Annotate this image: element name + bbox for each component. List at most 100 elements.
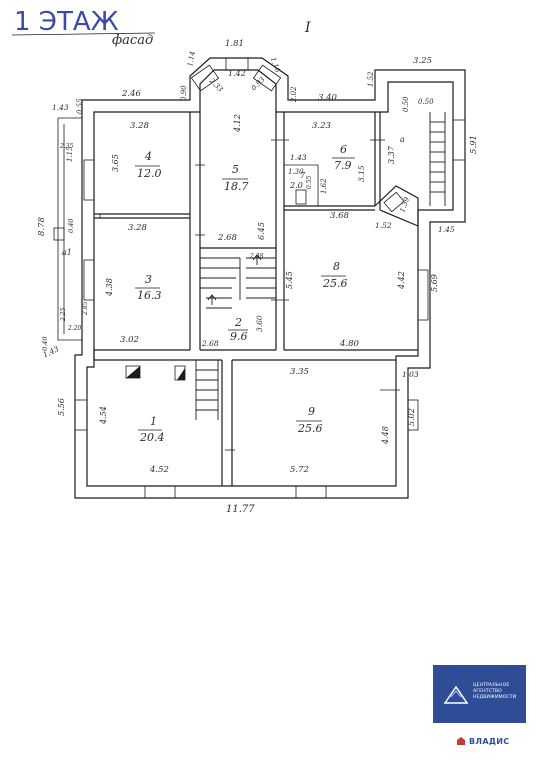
dim-room6-side: 3.37 — [387, 145, 396, 164]
room-6-area: 7.9 — [334, 159, 352, 172]
dim-corridor-side: 6.45 — [257, 222, 266, 240]
dimension-labels: 1.81 1.42 1.14 1.16 2.33 0.93 2.46 1.43 … — [37, 39, 479, 515]
dim-veranda-b: 1.15 — [66, 146, 74, 162]
dim-bay-r1: 1.16 — [269, 56, 282, 74]
dim-right-corner: 1.03 — [402, 370, 419, 379]
dim-bay-l2: 2.33 — [207, 76, 225, 94]
dim-stair-diag: 1.39 — [398, 196, 411, 214]
dim-room4-top: 3.28 — [130, 121, 150, 131]
roman-numeral: I — [304, 20, 311, 36]
stair-right — [429, 112, 446, 206]
room-9-number: 9 — [308, 405, 315, 418]
dim-top-bay: 1.81 — [225, 39, 244, 49]
room-labels: 1 20.4 2 9.6 3 16.3 4 12.0 5 18.7 6 7.9 … — [135, 143, 355, 444]
dim-bay-l1: 1.14 — [186, 51, 197, 68]
dim-room6-inner: 3.15 — [357, 165, 366, 182]
dim-room1-side: 4.54 — [99, 406, 108, 425]
dim-room1-outer: 5.56 — [57, 398, 66, 416]
stove-marks — [125, 365, 186, 381]
room-6-number: 6 — [340, 143, 347, 156]
brand-house-icon — [457, 737, 465, 745]
dim-room3-bottom: 3.02 — [120, 335, 139, 345]
room-1-area: 20.4 — [139, 431, 165, 444]
dim-veranda-f: 0.40 — [41, 337, 49, 351]
dim-stair-top: 3.25 — [413, 56, 432, 66]
dim-room7-small: 0.55 — [306, 175, 313, 189]
dim-total-width: 11.77 — [226, 504, 255, 515]
room-5-number: 5 — [232, 163, 239, 176]
logo-line-2: агентство — [473, 689, 502, 694]
dim-room3-top: 3.28 — [128, 223, 148, 233]
dim-room8-bottom: 4.80 — [339, 339, 360, 349]
room-3-number: 3 — [145, 273, 152, 286]
dim-bay-inner: 1.42 — [228, 69, 246, 78]
room-9-area: 25.6 — [297, 422, 323, 435]
dim-stair2-bottom: 2.68 — [201, 339, 219, 348]
floor-title: 1 ЭТАЖ — [14, 7, 119, 37]
dim-veranda-a: 2.35 — [59, 143, 74, 150]
dim-room9-bottom: 5.72 — [290, 465, 309, 475]
room-7-number: 7 — [300, 171, 306, 180]
dim-stair-corner: 1.52 — [367, 71, 375, 87]
logo-line-3: недвижимости — [473, 695, 517, 700]
dim-room3-side: 4.38 — [105, 278, 114, 297]
dim-room8-top: 3.68 — [330, 211, 350, 221]
room-5-area: 18.7 — [224, 180, 249, 193]
dim-stair-bottom: 1.45 — [438, 225, 455, 234]
windows — [74, 57, 466, 499]
dim-room4-side: 3.65 — [111, 154, 120, 172]
dim-room8-corner: 1.52 — [375, 221, 392, 230]
dim-bay-left-side: 0.90 — [180, 85, 188, 101]
room-4-number: 4 — [144, 150, 152, 163]
logo-line-1: Центральное — [473, 683, 510, 688]
dim-room6-top: 3.23 — [312, 121, 331, 131]
dim-left-corner: 1.43 — [52, 103, 69, 112]
dim-veranda-c: 0.40 — [67, 219, 75, 233]
stair-central — [200, 254, 276, 309]
room-4-area: 12.0 — [137, 167, 162, 180]
dim-room8-right: 4.42 — [397, 271, 406, 290]
dim-small-b: 2.85 — [82, 301, 89, 316]
dim-stair-inner2: 0.50 — [418, 98, 434, 106]
dim-stair-right: 5.91 — [469, 135, 479, 154]
dim-stair2-side: 3.60 — [255, 315, 264, 332]
dim-room5-bottom: 2.68 — [217, 233, 238, 243]
agency-logo: Центральное агентство недвижимости — [433, 665, 526, 723]
dim-ticks — [99, 139, 400, 451]
dim-bay-r2: 0.93 — [250, 75, 267, 92]
dim-small-c: 2.38 — [249, 253, 264, 260]
dim-room8-outer: 5.69 — [430, 274, 439, 292]
dim-room7-mid: 1.30 — [288, 168, 304, 176]
house-mark-icon — [443, 685, 469, 704]
room-2-area: 9.6 — [230, 330, 248, 343]
room-8-number: 8 — [333, 260, 340, 273]
dim-mid-top: 3.40 — [318, 93, 338, 103]
dim-bay-right-side: 2.02 — [290, 86, 298, 103]
interior-walls — [93, 112, 419, 486]
stair-bottom — [195, 360, 219, 420]
dim-room1-bottom: 4.52 — [149, 465, 169, 475]
brand-name: ВЛАДИС — [469, 736, 510, 746]
dim-veranda-e: 2.20 — [67, 325, 82, 332]
dim-room9-outer: 5.02 — [407, 408, 416, 426]
room-3-area: 16.3 — [137, 289, 162, 302]
dim-room9-side: 4.48 — [381, 426, 390, 445]
dim-stair-inner: 0.50 — [402, 96, 410, 112]
dim-room9-top: 3.35 — [290, 367, 309, 377]
dim-room7-side: 1.62 — [320, 178, 328, 194]
room-8-area: 25.6 — [322, 277, 348, 290]
facade-label: фасад — [112, 33, 153, 48]
brand: ВЛАДИС — [456, 735, 509, 747]
outer-walls — [53, 57, 466, 499]
logo-text: Центральное агентство недвижимости — [473, 683, 525, 701]
room-2-number: 2 — [234, 316, 242, 329]
dim-room7-top: 1.43 — [290, 153, 307, 162]
dim-room8-left: 5.45 — [285, 271, 294, 289]
dim-left-top: 2.46 — [121, 89, 142, 99]
dim-left-wall-top: 0.55 — [76, 98, 84, 114]
dim-veranda-height: 8.78 — [37, 216, 47, 236]
dim-small-d: a — [400, 135, 405, 144]
dim-small-a: a1 — [62, 248, 72, 257]
room-1-number: 1 — [150, 415, 157, 428]
